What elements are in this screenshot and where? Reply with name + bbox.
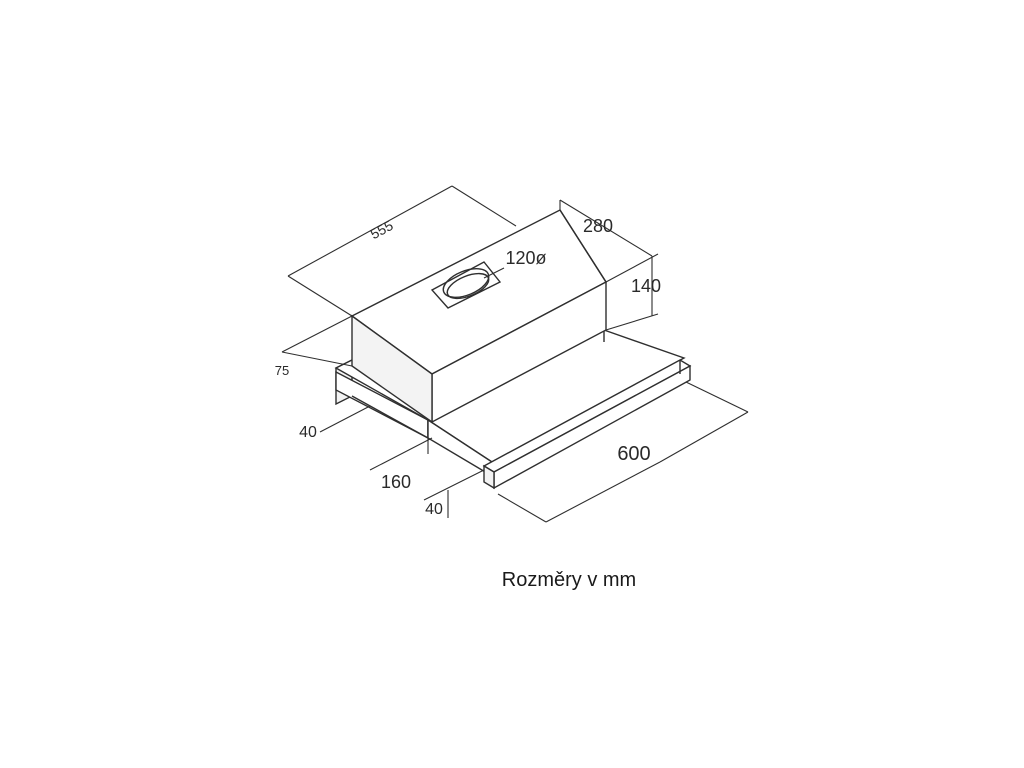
front-visor <box>482 359 692 490</box>
label-140: 140 <box>631 276 661 296</box>
label-280: 280 <box>583 216 613 236</box>
label-75: 75 <box>275 363 289 378</box>
label-600: 600 <box>617 443 650 465</box>
label-40-visor: 40 <box>425 501 443 518</box>
label-40-panel: 40 <box>299 424 317 441</box>
label-160: 160 <box>381 472 411 492</box>
label-555: 555 <box>368 217 396 242</box>
label-120-diameter: 120ø <box>505 248 546 268</box>
caption-units: Rozměry v mm <box>502 569 636 591</box>
outlet-collar <box>430 261 502 309</box>
dimension-lines <box>281 185 749 523</box>
